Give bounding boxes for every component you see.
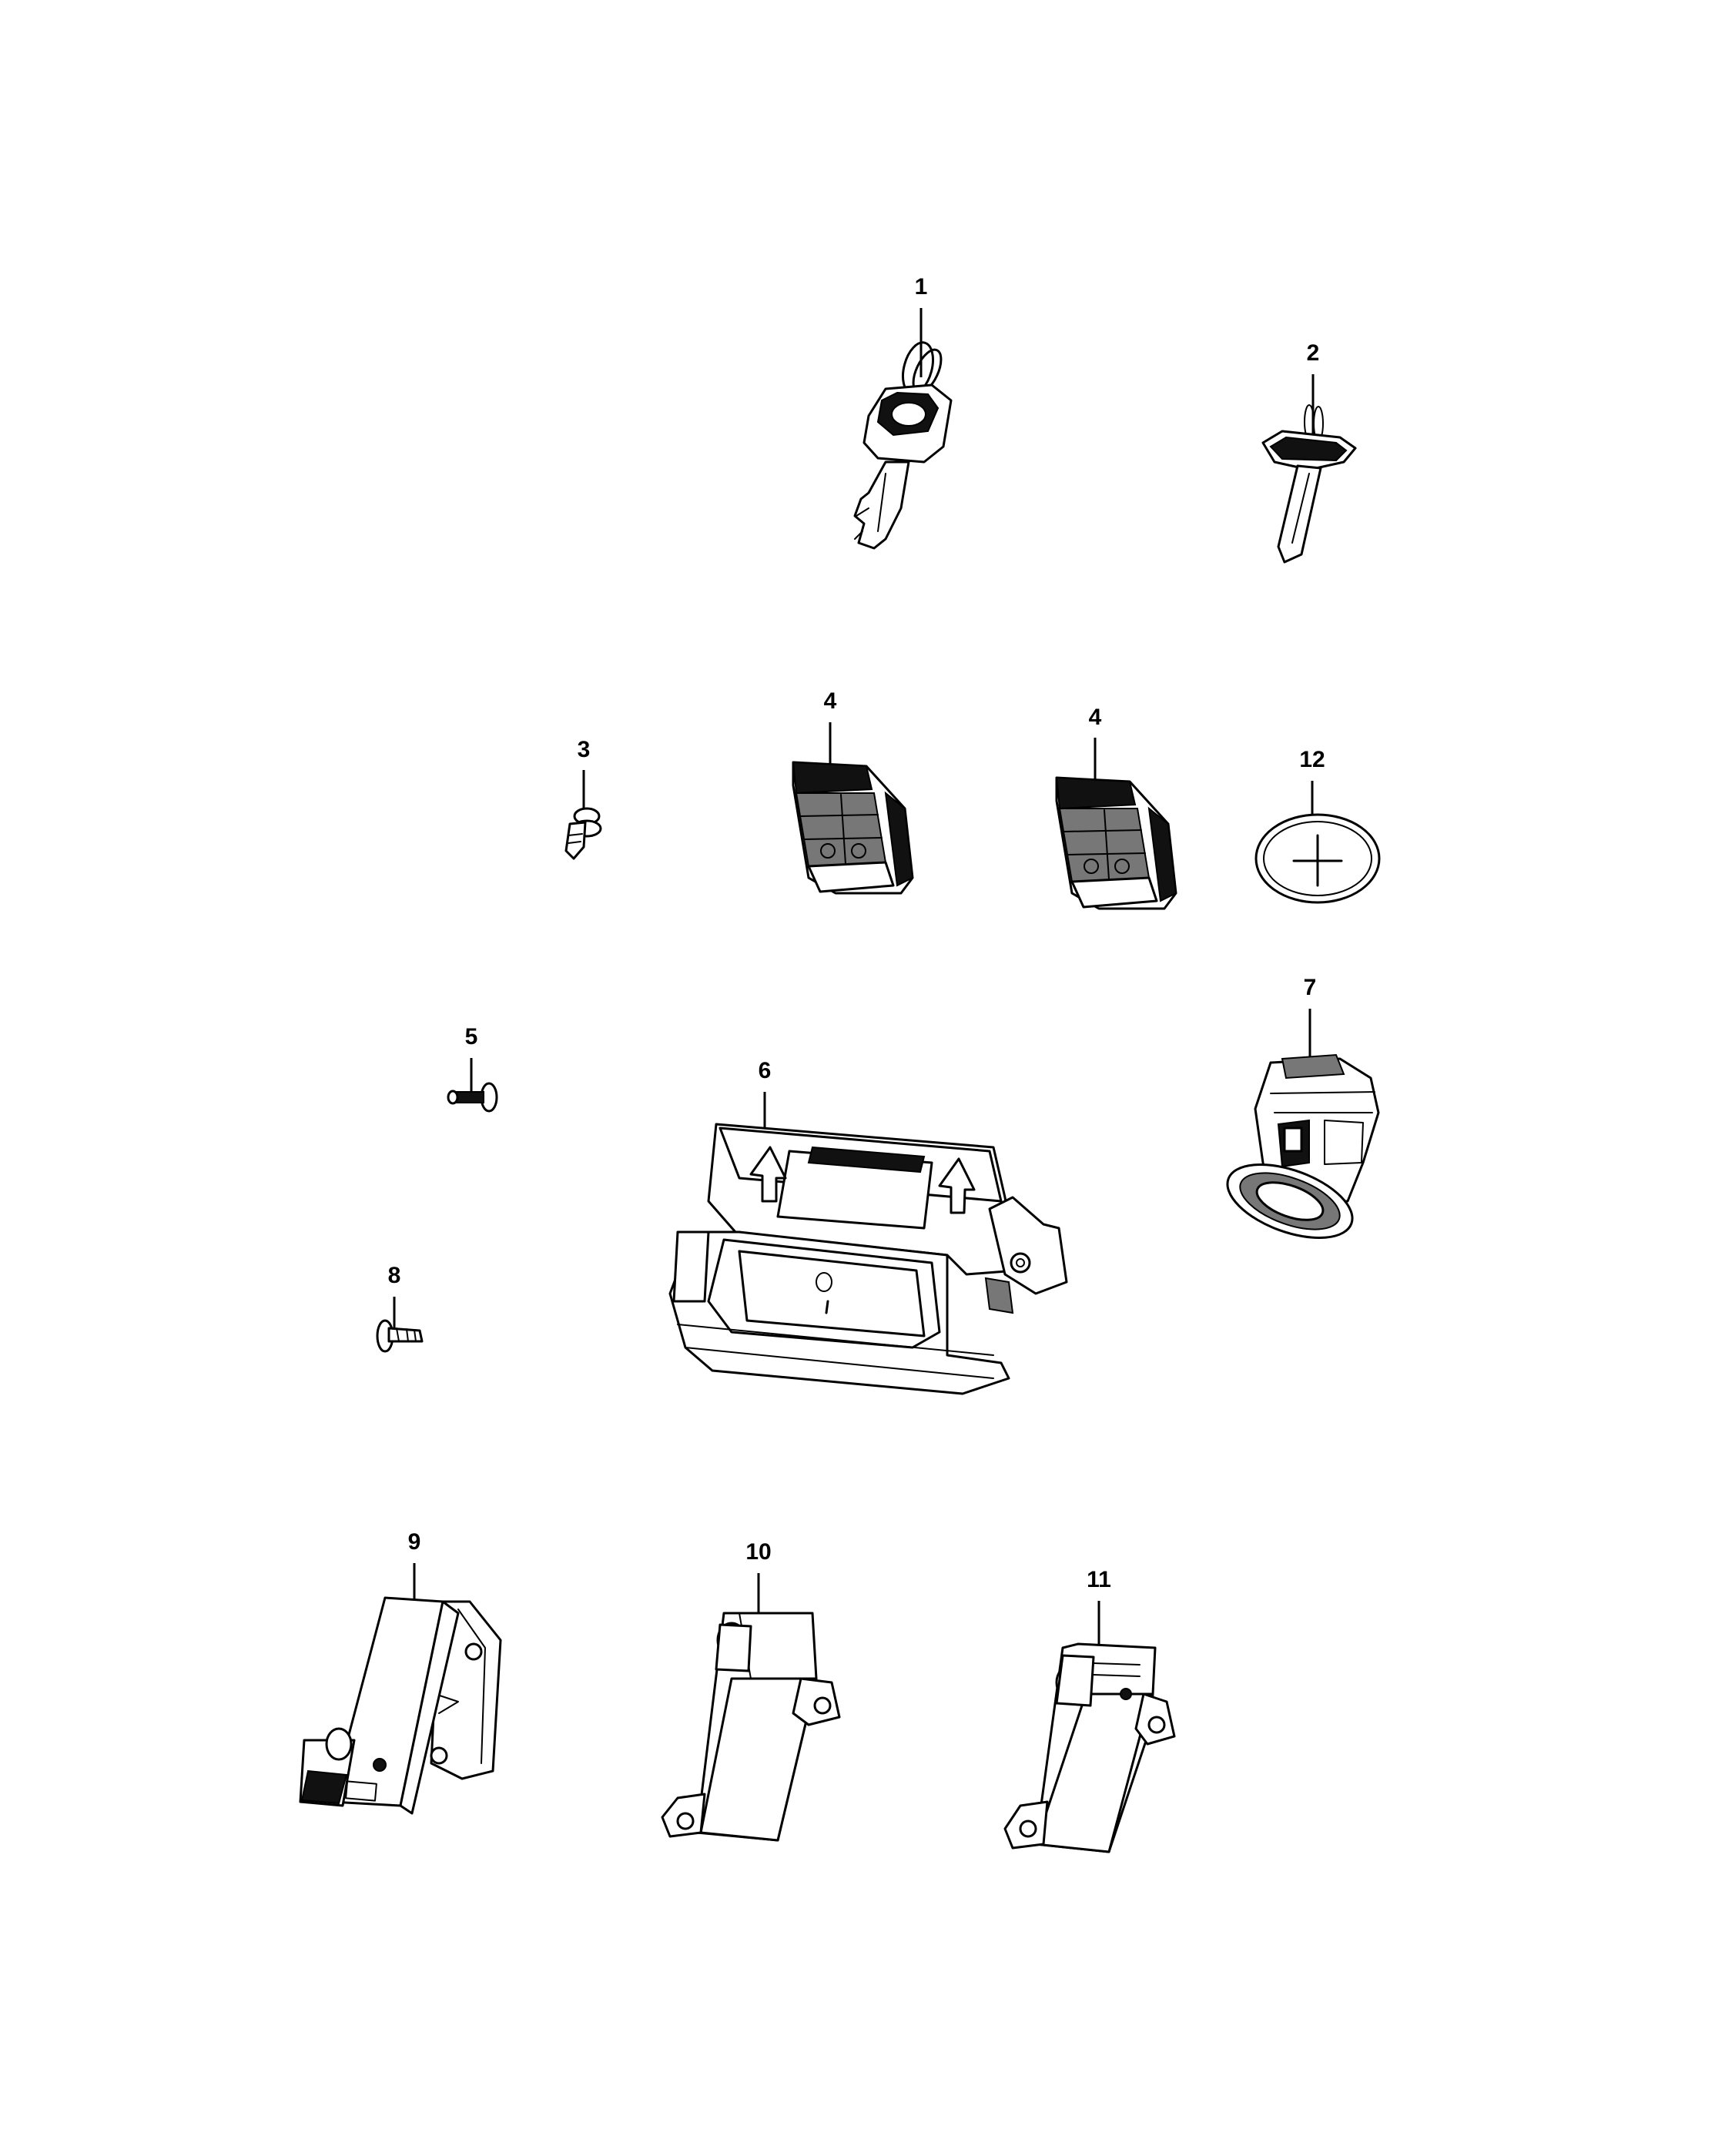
callout-3: 3: [578, 737, 591, 762]
part-3-screw: 3: [564, 737, 602, 860]
part-5-fastener: 5: [447, 1024, 498, 1113]
part-10-antenna-module: 10: [661, 1539, 841, 1842]
callout-1: 1: [915, 274, 928, 300]
part-11-antenna-module: 11: [1003, 1567, 1176, 1853]
callout-8: 8: [388, 1263, 401, 1288]
part-4-key-fob-b: 4: [1055, 705, 1177, 910]
callout-11: 11: [1087, 1567, 1111, 1592]
part-4-key-fob-a: 4: [792, 688, 914, 895]
callout-7: 7: [1304, 975, 1317, 1000]
callout-4a: 4: [824, 688, 837, 714]
callout-9: 9: [408, 1529, 421, 1555]
part-1-key: 1: [853, 274, 953, 550]
callout-12: 12: [1299, 747, 1325, 772]
callout-2: 2: [1307, 340, 1320, 366]
part-2-blade-key: 2: [1261, 340, 1357, 564]
callout-10: 10: [745, 1539, 771, 1565]
callout-5: 5: [465, 1024, 478, 1050]
callout-4b: 4: [1089, 705, 1102, 730]
part-9-antenna-module: 9: [299, 1529, 502, 1815]
part-12-battery: 12: [1254, 747, 1381, 904]
part-7-ignition-switch: 7: [1226, 975, 1380, 1240]
part-6-control-module: 6: [668, 1058, 1068, 1395]
part-8-bolt: 8: [376, 1263, 424, 1353]
callout-6: 6: [759, 1058, 772, 1083]
